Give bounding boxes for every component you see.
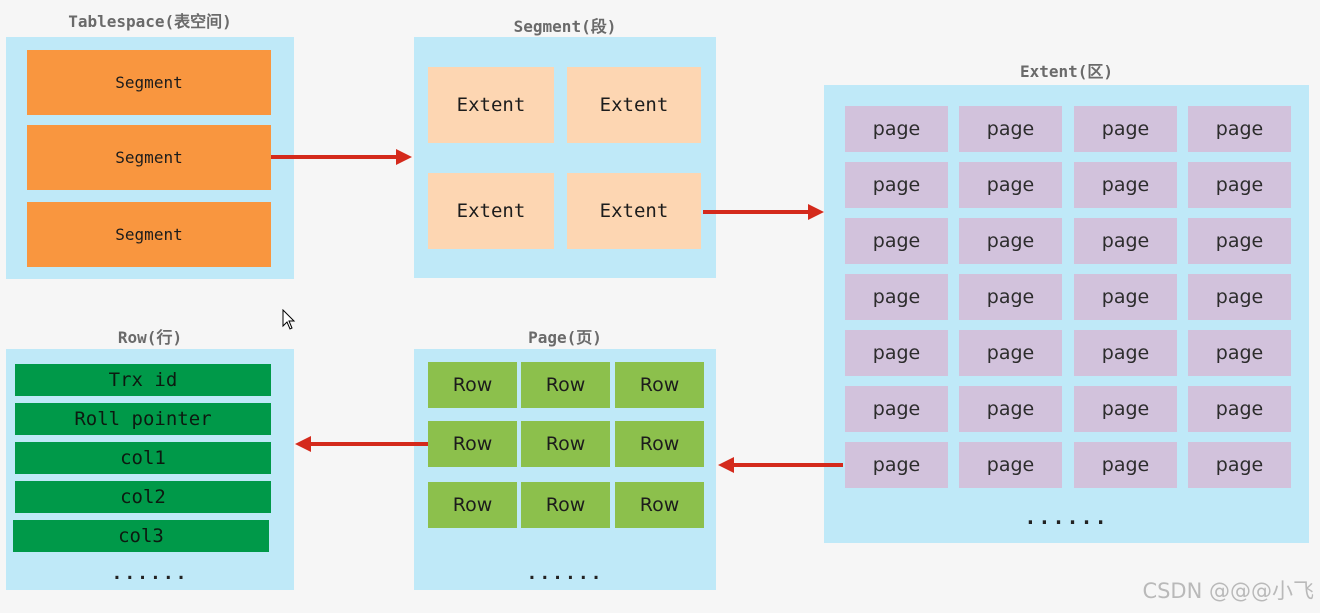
row-cell: Row xyxy=(428,421,517,467)
page-cell: page xyxy=(959,442,1062,488)
page-cell: page xyxy=(845,106,948,152)
page-cell: page xyxy=(1188,162,1291,208)
row-cell: Row xyxy=(428,362,517,408)
page-title: Page(页) xyxy=(528,328,602,347)
page-cell: page xyxy=(1074,162,1177,208)
extent-box: Extent xyxy=(428,173,554,249)
row-title: Row(行) xyxy=(117,328,183,347)
roll-pointer-field: Roll pointer xyxy=(15,403,271,435)
page-cell: page xyxy=(959,162,1062,208)
page-cell: page xyxy=(1188,274,1291,320)
watermark: CSDN @@@小飞 xyxy=(1142,579,1314,603)
page-cell: page xyxy=(1188,386,1291,432)
page-cell: page xyxy=(1074,106,1177,152)
row-panel: Trx id Roll pointer col1 col2 col3 .....… xyxy=(6,349,294,590)
arrow-tablespace-to-segment-head xyxy=(396,149,412,165)
page-cell: page xyxy=(1188,218,1291,264)
tablespace-title: Tablespace(表空间) xyxy=(68,12,232,31)
segment-box: Segment xyxy=(27,125,271,190)
page-cell: page xyxy=(1074,218,1177,264)
extent-more-dots: ...... xyxy=(1024,505,1109,529)
page-cell: page xyxy=(1074,330,1177,376)
page-cell: page xyxy=(959,218,1062,264)
page-cell: page xyxy=(845,330,948,376)
page-cell: page xyxy=(845,162,948,208)
row-more-dots: ...... xyxy=(111,563,189,584)
segment-box: Segment xyxy=(27,202,271,267)
page-cell: page xyxy=(959,106,1062,152)
page-cell: page xyxy=(1188,106,1291,152)
extent-box: Extent xyxy=(428,67,554,143)
page-cell: page xyxy=(959,386,1062,432)
row-cell: Row xyxy=(521,421,610,467)
extent-box: Extent xyxy=(567,173,701,249)
page-cell: page xyxy=(1074,442,1177,488)
arrow-segment-to-extent-head xyxy=(808,204,824,220)
page-cell: page xyxy=(845,218,948,264)
col2-field: col2 xyxy=(15,481,271,513)
col1-field: col1 xyxy=(15,442,271,474)
arrow-extent-to-page-head xyxy=(718,457,734,473)
segment-title: Segment(段) xyxy=(513,17,617,36)
row-cell: Row xyxy=(428,482,517,528)
page-cell: page xyxy=(845,386,948,432)
page-cell: page xyxy=(1188,330,1291,376)
page-cell: page xyxy=(845,442,948,488)
page-cell: page xyxy=(845,274,948,320)
page-more-dots: ...... xyxy=(526,563,604,584)
tablespace-panel: Segment Segment Segment xyxy=(6,37,294,279)
trx-id-field: Trx id xyxy=(15,364,271,396)
extent-box: Extent xyxy=(567,67,701,143)
segment-box: Segment xyxy=(27,50,271,115)
row-cell: Row xyxy=(521,362,610,408)
page-cell: page xyxy=(1074,274,1177,320)
row-cell: Row xyxy=(615,482,704,528)
page-cell: page xyxy=(959,274,1062,320)
mouse-pointer-icon xyxy=(282,309,296,330)
row-cell: Row xyxy=(615,421,704,467)
arrow-page-to-row-head xyxy=(295,436,311,452)
page-cell: page xyxy=(1074,386,1177,432)
row-cell: Row xyxy=(521,482,610,528)
page-cell: page xyxy=(1188,442,1291,488)
segment-panel: Extent Extent Extent Extent xyxy=(414,37,716,278)
extent-title: Extent(区) xyxy=(1019,62,1114,81)
col3-field: col3 xyxy=(13,520,269,552)
row-cell: Row xyxy=(615,362,704,408)
page-cell: page xyxy=(959,330,1062,376)
